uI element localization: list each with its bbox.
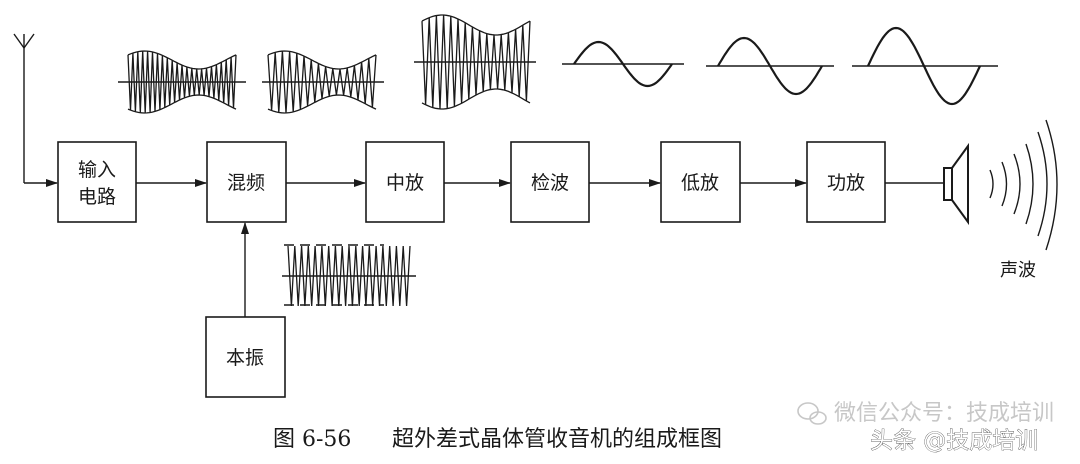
mixer-block	[206, 141, 287, 223]
sound-wave-label: 声波	[1000, 260, 1036, 281]
power-amplifier-block	[806, 141, 886, 223]
mixer-label: 混频	[227, 172, 265, 194]
waveform-input-am	[118, 50, 246, 114]
power-amplifier-label: 功放	[827, 172, 865, 194]
detector-block	[510, 141, 590, 223]
waveform-if-am	[414, 14, 536, 110]
speaker-icon	[943, 142, 969, 226]
toutiao-watermark: 头条 @技成培训	[870, 428, 1038, 454]
if-amplifier-block	[365, 141, 445, 223]
detector-label: 检波	[531, 172, 569, 194]
waveform-low-amp-audio	[706, 36, 834, 96]
wechat-logo-icon	[797, 402, 827, 425]
input-circuit-block	[57, 141, 137, 223]
low-amplifier-label: 低放	[681, 172, 719, 194]
antenna-icon	[13, 33, 35, 183]
figure-title: 超外差式晶体管收音机的组成框图	[392, 427, 722, 452]
local-oscillator-label: 本振	[226, 347, 264, 369]
local-oscillator-block	[205, 316, 286, 398]
waveform-detector-audio	[562, 40, 684, 88]
waveform-local-oscillator	[282, 244, 416, 307]
input-circuit-label-line2: 电路	[78, 186, 116, 208]
low-amplifier-block	[660, 141, 741, 223]
sound-waves-icon	[989, 119, 1058, 251]
figure-number: 图 6-56	[273, 427, 351, 452]
waveform-power-amp-audio	[852, 26, 998, 106]
input-circuit-label-line1: 输入	[78, 159, 116, 181]
if-amplifier-label: 中放	[386, 172, 424, 194]
waveform-mixer-am	[262, 50, 384, 114]
wechat-watermark: 微信公众号：技成培训	[834, 401, 1054, 426]
